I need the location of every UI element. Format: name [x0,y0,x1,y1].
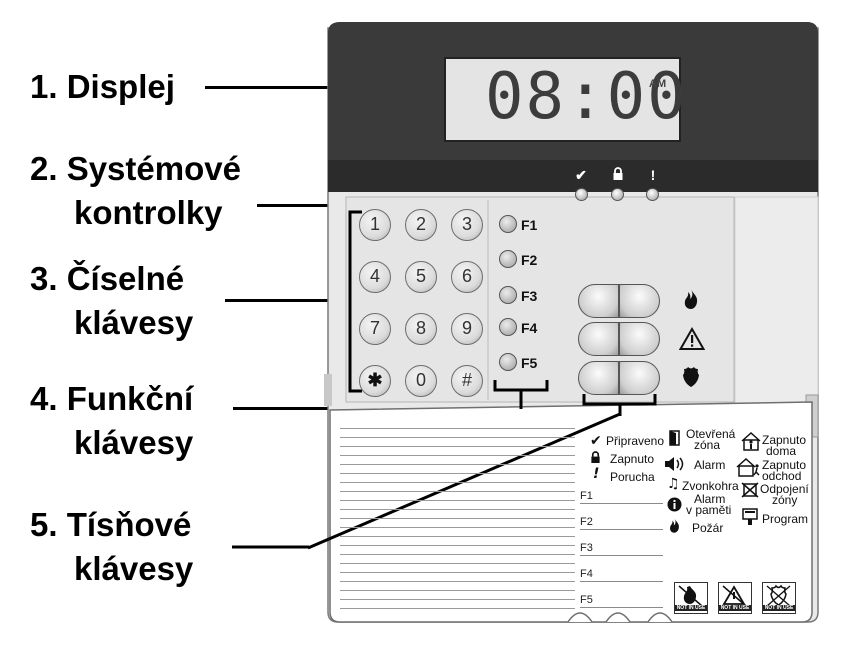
key-8[interactable]: 8 [405,313,437,345]
warning-icon [679,327,705,350]
function-key-f4-button[interactable] [499,318,517,336]
legend-odpojeni-zony-2: zóny [772,493,798,507]
function-key-f1-label: F1 [521,217,538,233]
callout-kontrolky: 2. Systémové kontrolky [30,150,241,232]
legend-pripraveno: Připraveno [606,434,665,448]
legend-zapnuto-odchod-2: odchod [762,469,802,483]
check-icon: ✔ [590,433,602,449]
key-5[interactable]: 5 [405,261,437,293]
legend-otevrena-zona-1: Otevřená [686,427,736,441]
callout-kontrolky-line2: kontrolky [74,194,223,231]
exclamation-icon: ! [650,167,656,183]
panic-medical-button-right[interactable] [619,322,660,356]
panic-fire-button-left[interactable] [578,284,619,318]
check-icon: ✔ [575,167,587,183]
legend-alarm-v-pameti-1: Alarm [694,492,726,506]
legend-zapnuto: Zapnuto [610,452,655,466]
callout-displej: 1. Displej [30,68,175,106]
key-0[interactable]: 0 [405,365,437,397]
callout-tisnove: 5. Tísňové klávesy [30,506,193,588]
lcd-ampm: AM [649,78,667,90]
legend-odpojeni-zony-1: Odpojení [760,482,809,496]
info-icon [667,497,682,512]
function-key-f2-button[interactable] [499,250,517,268]
function-key-f1-button[interactable] [499,215,517,233]
open-door-icon [669,430,680,446]
key-star[interactable]: ✱ [359,365,391,397]
legend-pozar: Požár [692,521,724,535]
bypass-zone-icon [741,482,759,498]
sticker-medical-not-in-use: NOT IN USE [718,582,752,614]
exclamation-icon: ! [593,466,600,482]
away-house-icon [736,457,760,477]
legend-alarm-v-pameti-2: v paměti [686,503,732,517]
f-slot-3-label: F3 [580,542,593,554]
legend-alarm: Alarm [694,458,726,472]
legend-otevrena-zona-2: zóna [694,438,721,452]
callout-funkcni-line2: klávesy [74,424,194,461]
police-shield-icon [683,367,699,387]
function-key-f3-label: F3 [521,288,538,304]
legend-zapnuto-doma-2: doma [766,444,797,458]
program-icon [742,508,758,525]
led-armed [611,188,624,201]
leader-displej [205,86,445,89]
f-slot-5-label: F5 [580,594,593,606]
callout-displej-line1: 1. Displej [30,68,175,105]
callout-tisnove-line2: klávesy [74,550,194,587]
key-9[interactable]: 9 [451,313,483,345]
key-4[interactable]: 4 [359,261,391,293]
chime-icon: ♫ [667,476,680,492]
sticker-fire-not-in-use: NOT IN USE [674,582,708,614]
home-person-icon [741,431,761,451]
function-key-f4-label: F4 [521,320,538,336]
fire-icon [684,289,698,309]
key-1[interactable]: 1 [359,209,391,241]
panic-medical-button-left[interactable] [578,322,619,356]
legend-zapnuto-odchod-1: Zapnuto [762,458,807,472]
legend-zapnuto-doma-1: Zapnuto [762,433,807,447]
legend-zvonkohra: Zvonkohra [682,479,739,493]
function-key-f5-button[interactable] [499,353,517,371]
fire-icon [670,518,679,533]
legend-porucha: Porucha [610,470,655,484]
function-key-f3-button[interactable] [499,286,517,304]
lcd-time: 08:00 [485,60,688,134]
key-hash[interactable]: # [451,365,483,397]
f-slot-2-label: F2 [580,516,593,528]
function-key-f5-label: F5 [521,355,538,371]
callout-funkcni-line1: 4. Funkční [30,380,194,417]
panic-police-button-right[interactable] [619,361,660,395]
callout-kontrolky-line1: 2. Systémové [30,150,241,187]
lock-icon [610,167,626,183]
panic-fire-button-right[interactable] [619,284,660,318]
callout-ciselne-line1: 3. Číselné [30,260,185,297]
key-7[interactable]: 7 [359,313,391,345]
lock-icon [591,451,600,463]
led-trouble [646,188,659,201]
legend-program: Program [762,512,809,526]
panic-police-button-left[interactable] [578,361,619,395]
callout-funkcni: 4. Funkční klávesy [30,380,193,462]
speaker-icon [665,457,684,471]
lcd-display: 08:00 AM [485,62,686,134]
key-3[interactable]: 3 [451,209,483,241]
sticker-police-not-in-use: NOT IN USE [762,582,796,614]
key-6[interactable]: 6 [451,261,483,293]
callout-tisnove-line1: 5. Tísňové [30,506,192,543]
led-ready [575,188,588,201]
function-key-f2-label: F2 [521,252,538,268]
leader-ciselne [225,299,350,302]
key-2[interactable]: 2 [405,209,437,241]
f-slot-1-label: F1 [580,490,593,502]
callout-ciselne-line2: klávesy [74,304,194,341]
f-slot-4-label: F4 [580,568,593,580]
callout-ciselne: 3. Číselné klávesy [30,260,193,342]
